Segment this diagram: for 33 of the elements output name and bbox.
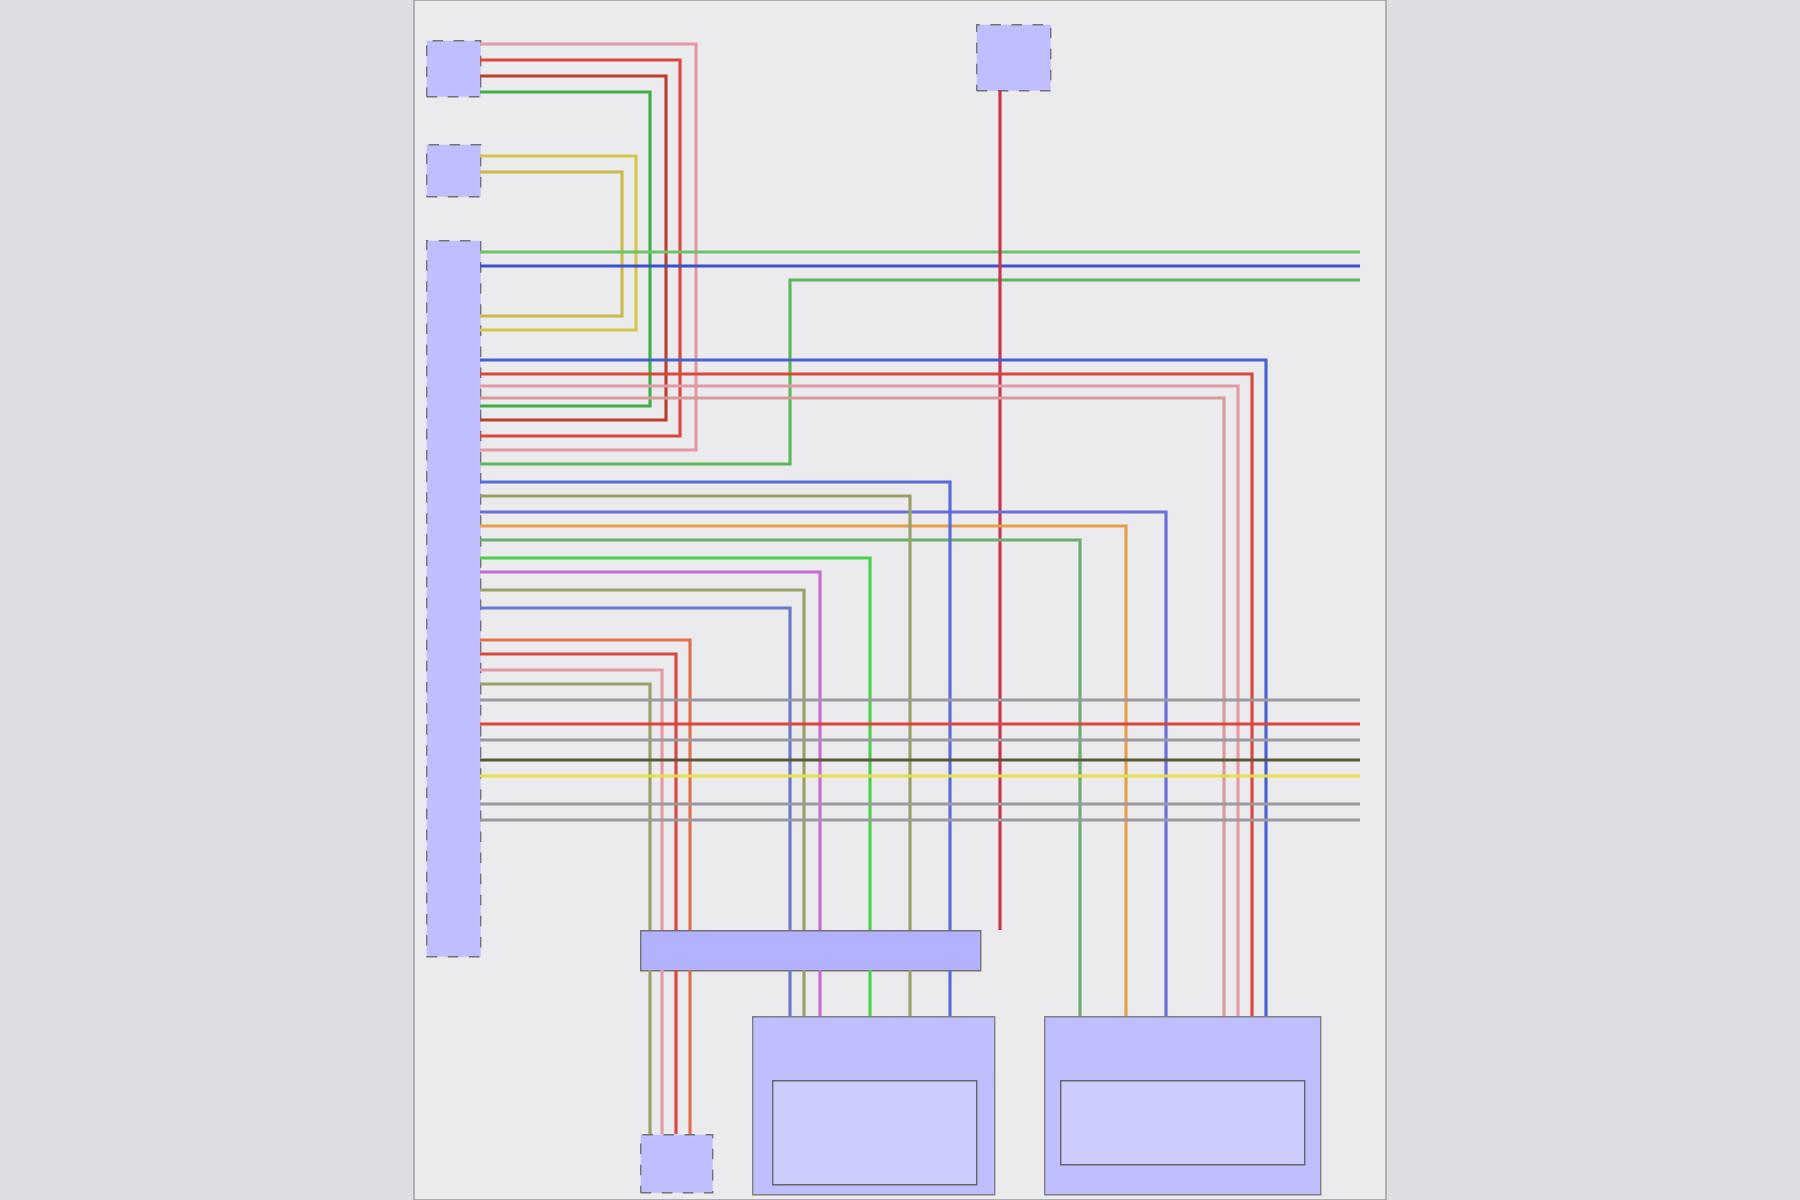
connector-box: [426, 40, 482, 98]
wire: [908, 970, 912, 1016]
wire: [480, 818, 1360, 822]
wire: [480, 556, 872, 930]
connector-box: [426, 144, 482, 198]
wire: [480, 722, 1360, 726]
wire: [660, 970, 664, 1134]
wire: [788, 970, 792, 1016]
wire: [818, 970, 822, 1016]
wire: [480, 154, 638, 332]
fuse-box: [976, 24, 1052, 92]
wire: [480, 90, 652, 408]
wire: [480, 698, 1360, 702]
wire: [480, 774, 1360, 778]
wire: [948, 970, 952, 1016]
wire: [674, 970, 678, 1134]
component-box: [1060, 1080, 1306, 1166]
wire: [802, 970, 806, 1016]
wire: [480, 264, 1360, 268]
component-box: [772, 1080, 978, 1186]
connector-box: [640, 1134, 714, 1194]
connector-bar: [640, 930, 982, 972]
wire: [480, 170, 624, 318]
wire: [648, 970, 652, 1134]
control-module-box: [426, 240, 482, 958]
wire: [480, 250, 1360, 254]
wire: [480, 758, 1360, 762]
wire: [998, 90, 1002, 930]
wire: [868, 970, 872, 1016]
wire: [480, 738, 1360, 742]
wire: [688, 970, 692, 1134]
wire: [480, 278, 1360, 466]
wire: [480, 802, 1360, 806]
